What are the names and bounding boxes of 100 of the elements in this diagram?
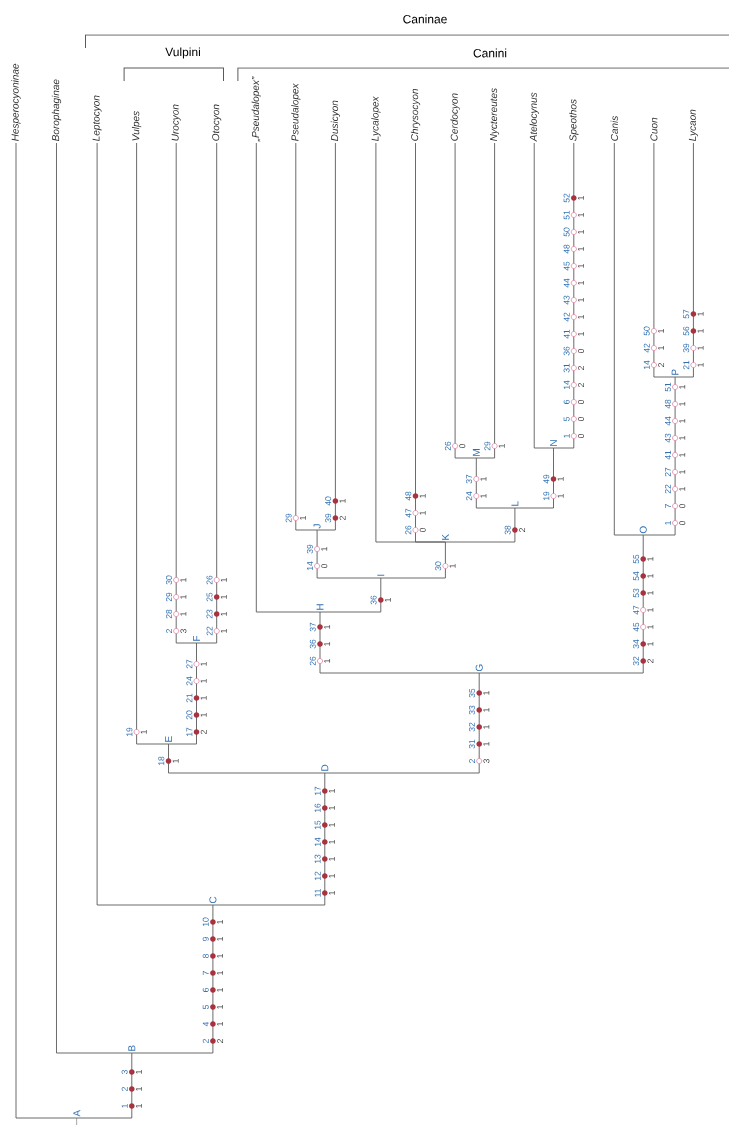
taxon-name: Vulpes <box>131 111 142 141</box>
branch-line <box>295 142 318 531</box>
character-state: 1 <box>679 453 686 457</box>
character-state: 1 <box>498 444 505 448</box>
character-state: 1 <box>200 713 207 717</box>
character-state: 1 <box>217 1005 223 1009</box>
character-state: 1 <box>329 806 335 810</box>
branch-line <box>454 142 477 459</box>
character-state: 1 <box>647 574 654 578</box>
character-number: 48 <box>664 399 671 409</box>
character-number: 1 <box>563 434 570 438</box>
character-state: 0 <box>321 564 328 569</box>
character-state: 1 <box>136 1104 142 1108</box>
branch-line <box>136 142 169 745</box>
character-state: 1 <box>578 247 584 251</box>
node-letter: O <box>639 526 647 534</box>
character-number: 9 <box>202 937 209 941</box>
character-state: 1 <box>449 564 456 568</box>
character-number: 6 <box>563 400 570 404</box>
character-number: 24 <box>186 676 193 686</box>
clade-label: Caninae <box>403 14 447 24</box>
character-number: 27 <box>665 467 671 477</box>
node-letter: E <box>165 736 172 742</box>
character-state: 1 <box>480 477 487 481</box>
character-number: 19 <box>543 491 550 501</box>
character-state: 1 <box>200 696 207 700</box>
branch-line <box>319 577 382 613</box>
character-state: 1 <box>220 612 227 616</box>
node-letter: J <box>313 524 321 529</box>
character-state: 1 <box>578 213 584 217</box>
character-number: 52 <box>563 193 570 203</box>
character-state: 1 <box>679 419 686 423</box>
taxon-name: Cerdocyon <box>450 93 460 141</box>
character-number: 18 <box>158 756 165 766</box>
character-state: 1 <box>679 487 686 491</box>
character-state: 1 <box>220 578 227 582</box>
character-state: 1 <box>578 281 584 285</box>
character-state: 1 <box>647 625 654 629</box>
branch-line <box>444 507 516 543</box>
character-number: 35 <box>469 688 475 698</box>
taxon-name: Hesperocyoninae <box>11 63 21 141</box>
character-state: 0 <box>419 528 426 533</box>
character-state: 1 <box>339 499 346 503</box>
branch-line <box>168 743 326 774</box>
character-number: 57 <box>683 309 690 319</box>
character-state: 1 <box>200 662 207 666</box>
character-number: 43 <box>563 295 570 305</box>
character-state: 1 <box>324 659 331 663</box>
character-number: 37 <box>466 474 473 484</box>
node-letter: D <box>321 764 329 771</box>
character-number: 19 <box>126 727 133 737</box>
branch-line <box>56 142 133 1054</box>
node-letter: M <box>472 449 480 456</box>
character-state: 2 <box>578 383 584 387</box>
character-number: 47 <box>405 508 412 518</box>
character-state: 3 <box>483 759 490 764</box>
character-state: 1 <box>220 595 227 599</box>
character-state: 1 <box>483 708 490 712</box>
character-state: 1 <box>697 363 704 367</box>
character-number: 14 <box>307 561 313 571</box>
character-state: 1 <box>136 1070 142 1074</box>
character-state: 1 <box>679 436 686 440</box>
character-number: 2 <box>121 1087 128 1091</box>
character-state: 1 <box>217 920 223 924</box>
character-number: 39 <box>683 343 690 353</box>
character-state: 1 <box>324 642 331 646</box>
clade-label: Vulpini <box>165 47 200 59</box>
character-state: 1 <box>483 691 490 695</box>
node-letter: N <box>550 440 557 446</box>
character-state: 2 <box>519 528 526 532</box>
character-number: 40 <box>325 496 332 506</box>
character-number: 17 <box>314 786 321 796</box>
character-number: 8 <box>202 954 209 958</box>
character-state: 1 <box>679 385 686 389</box>
character-number: 2 <box>202 1039 209 1043</box>
branch-line <box>175 142 197 644</box>
branch-line <box>212 772 326 906</box>
branch-line <box>415 142 446 543</box>
node-letter: F <box>193 635 200 641</box>
character-number: 43 <box>664 433 671 443</box>
taxon-name: Borophaginae <box>51 79 62 141</box>
character-number: 54 <box>633 571 640 581</box>
character-number: 51 <box>664 382 671 392</box>
character-state: 1 <box>697 329 704 333</box>
taxon-name: Atelocynus <box>529 92 539 142</box>
character-state: 1 <box>578 196 584 200</box>
branch-line <box>255 142 321 613</box>
node-letter: H <box>316 604 324 610</box>
character-number: 44 <box>665 416 671 426</box>
character-number: 22 <box>206 626 213 636</box>
character-state: 0 <box>679 521 686 526</box>
character-number: 32 <box>469 722 475 732</box>
branch-line <box>380 541 446 579</box>
branch-line <box>553 142 575 449</box>
character-number: 24 <box>466 491 473 501</box>
character-number: 6 <box>202 988 209 992</box>
character-number: 31 <box>469 739 475 749</box>
node-letter: C <box>209 896 217 904</box>
branch-line <box>642 376 676 536</box>
character-number: 2 <box>166 629 172 633</box>
